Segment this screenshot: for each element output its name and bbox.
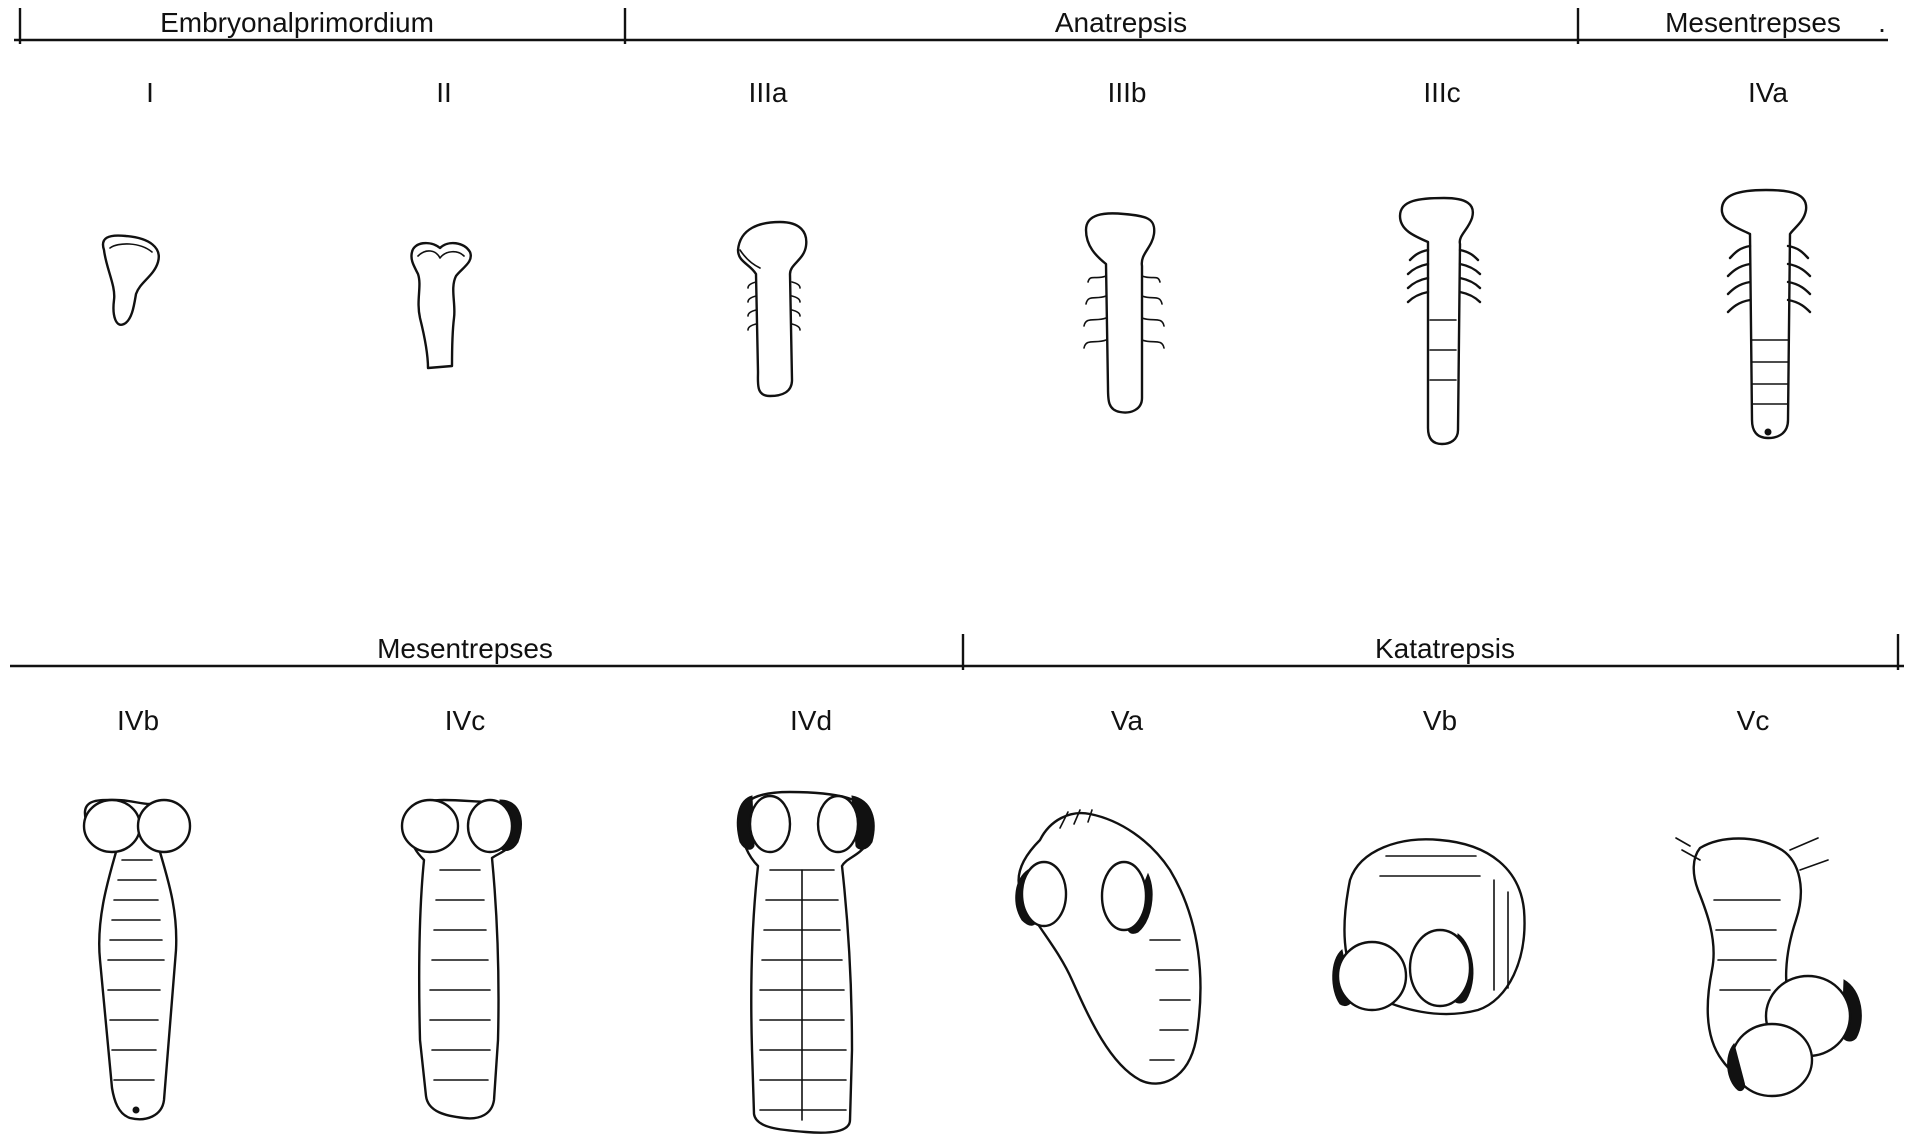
phase-rule-bottom <box>10 634 1904 670</box>
embryo-stage-Va <box>1016 810 1201 1084</box>
embryo-stage-II <box>411 243 470 368</box>
embryo-stage-IVb <box>84 800 190 1119</box>
embryo-stage-IIIb <box>1084 213 1164 412</box>
embryo-stage-IVc <box>402 800 521 1118</box>
embryo-stage-Vb <box>1333 839 1525 1014</box>
embryo-stage-IVd <box>737 792 874 1133</box>
embryo-stage-Vc <box>1676 838 1861 1096</box>
embryo-stage-IIIc <box>1400 198 1480 444</box>
embryo-stage-IVa <box>1722 190 1810 438</box>
embryo-stage-I <box>103 236 159 325</box>
phase-rule-top <box>14 8 1888 44</box>
embryo-stage-IIIa <box>738 222 806 396</box>
